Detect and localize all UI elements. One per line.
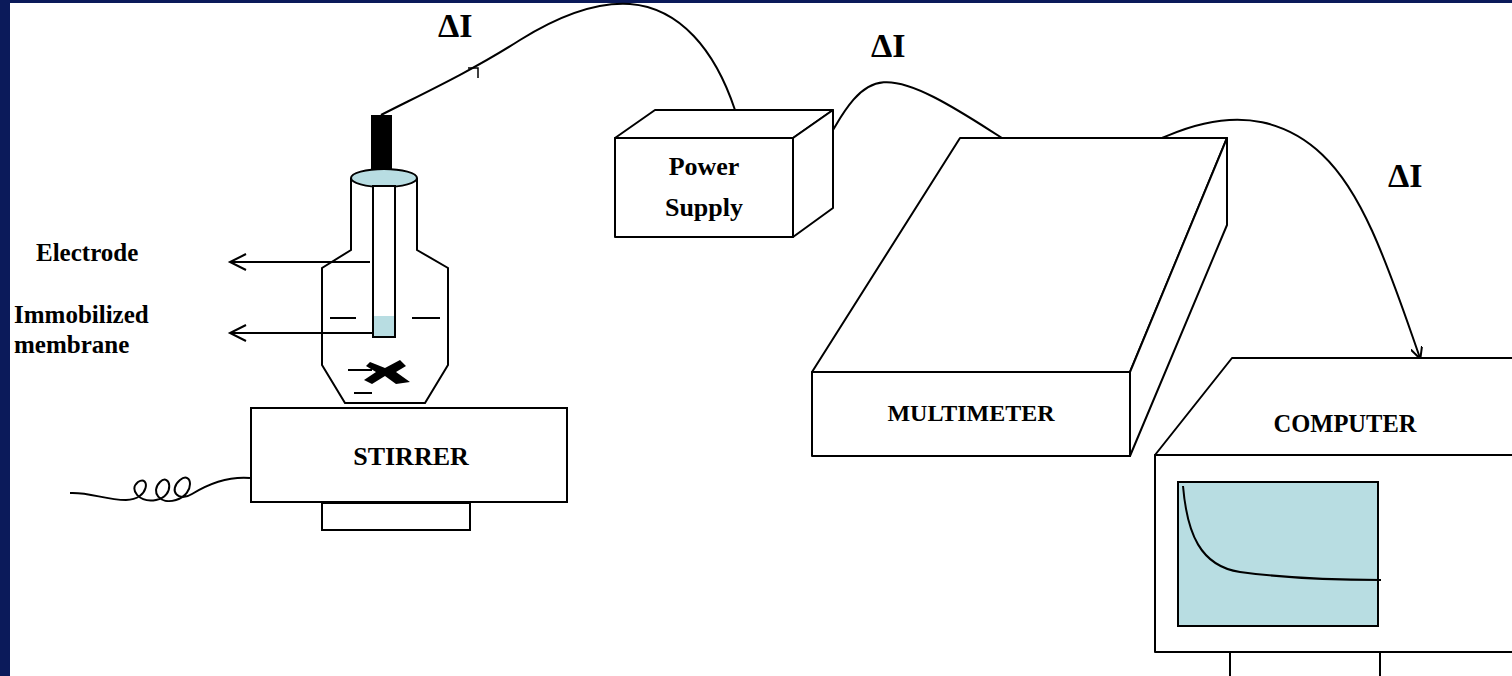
text-region: COMPUTER	[1195, 403, 1495, 445]
multimeter-box: MULTIMETER	[812, 138, 1227, 456]
stir-bar-line	[348, 369, 372, 371]
current-label: ΔI	[1385, 156, 1426, 195]
box-face	[1155, 358, 1512, 455]
stir-bar-line	[354, 392, 372, 394]
current-decay-curve	[1183, 486, 1381, 580]
monitor-screen	[1178, 482, 1378, 626]
current-tick	[468, 68, 478, 78]
box-label: MULTIMETER	[887, 395, 1054, 432]
box-face	[615, 138, 793, 237]
bottle-mouth	[351, 169, 417, 187]
box-face	[793, 110, 833, 237]
text-region: MULTIMETER	[812, 372, 1130, 456]
current-label: ΔI	[438, 6, 473, 47]
frame-strip	[0, 0, 10, 676]
part-label: Immobilized membrane	[14, 300, 204, 360]
liquid-level	[412, 317, 440, 319]
power-cord	[70, 478, 250, 502]
box-label: COMPUTER	[1274, 405, 1417, 443]
box-label: STIRRER	[353, 437, 469, 477]
text-region: STIRRER	[252, 409, 570, 505]
leader-line	[232, 261, 370, 263]
stirrer-box: STIRRER	[250, 407, 568, 503]
leader-arrow	[230, 325, 246, 341]
stir-bar	[364, 360, 410, 384]
box-label: Power Supply	[644, 147, 764, 228]
box-face	[812, 372, 1130, 456]
leader-arrow	[230, 254, 246, 270]
box-face	[1230, 652, 1380, 676]
box-outline	[1155, 358, 1512, 676]
box-face	[1155, 455, 1512, 652]
current-label: ΔI	[868, 26, 909, 65]
cell-bottle	[322, 178, 448, 403]
electrode-tube	[373, 186, 395, 337]
electrode-cap	[371, 115, 392, 170]
leader-line	[232, 332, 373, 334]
wire-connector	[833, 82, 1002, 138]
membrane-symbol	[374, 316, 394, 336]
text-region: Power Supply	[615, 138, 793, 237]
part-label: Electrode	[36, 238, 138, 268]
electrode-wire	[381, 4, 735, 115]
stirrer-foot	[322, 503, 470, 530]
frame-strip	[0, 0, 1512, 3]
power-supply-box: Power Supply	[615, 110, 833, 237]
liquid-level	[330, 317, 356, 319]
computer-box: COMPUTER	[1155, 358, 1512, 676]
